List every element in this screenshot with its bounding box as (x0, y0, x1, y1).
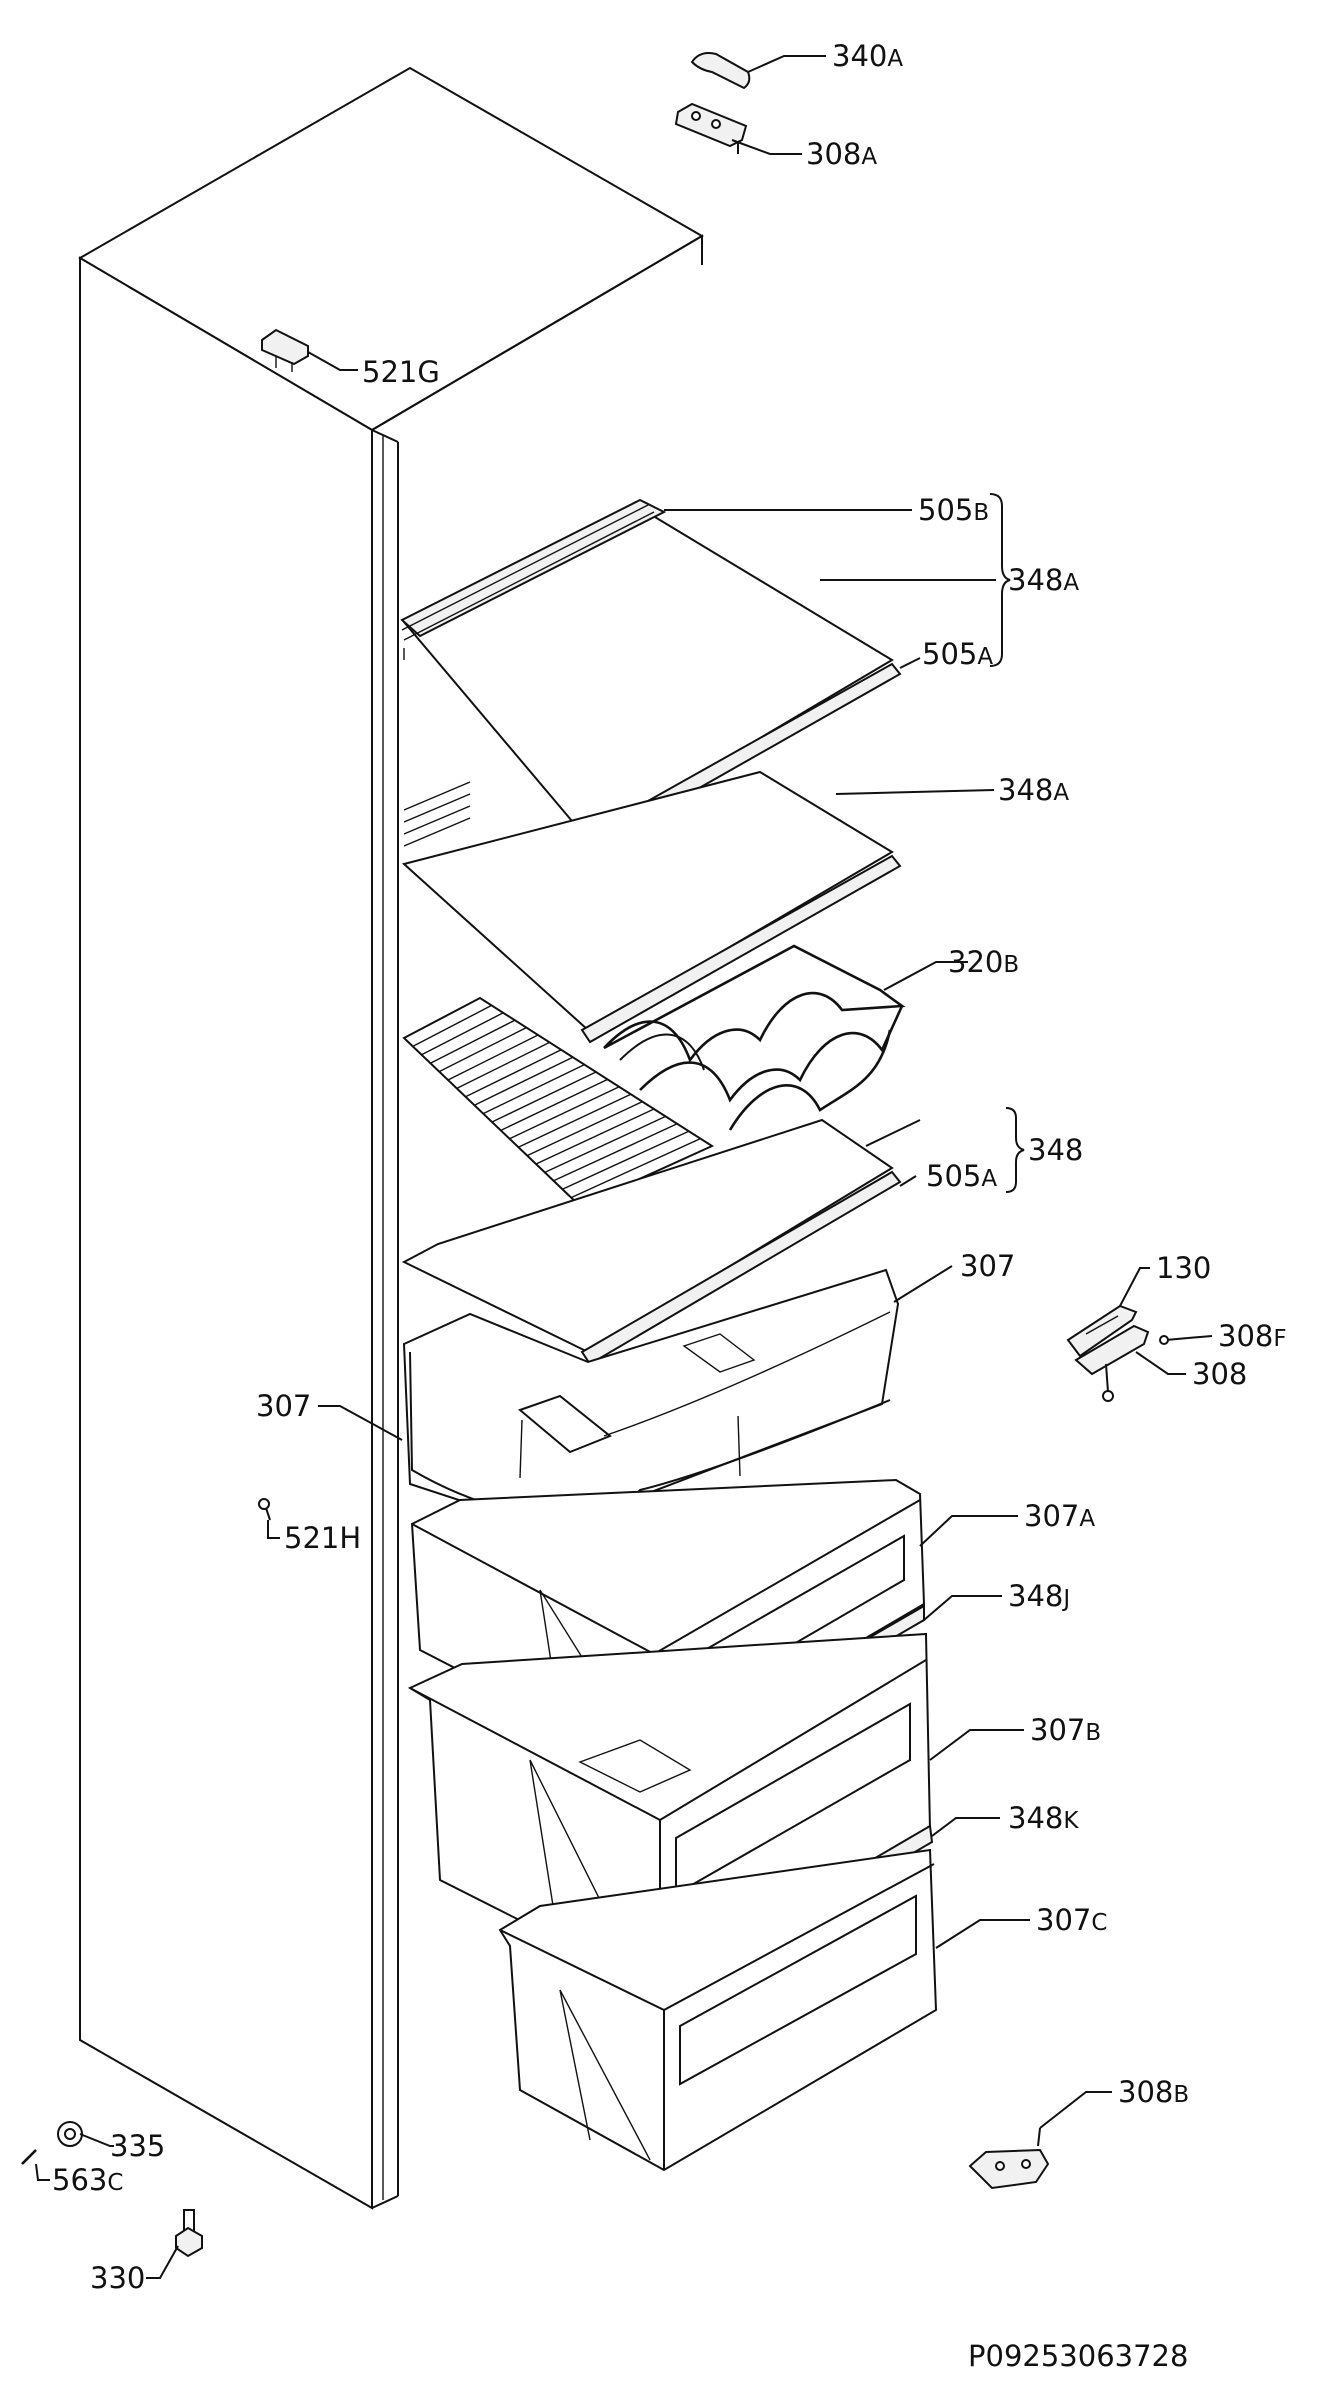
label-340a: 340A (832, 39, 903, 73)
wire-shelf-rod (526, 1100, 643, 1157)
label-335: 335 (110, 2129, 165, 2163)
wire-shelf-rod (421, 1012, 504, 1056)
label-330: 330 (90, 2261, 145, 2295)
label-130: 130 (1156, 1251, 1211, 1285)
cabinet-body (78, 66, 704, 2210)
wire-shelf-rod (544, 1115, 666, 1174)
wire-shelf-rod (500, 1078, 608, 1132)
wire-shelf (402, 996, 715, 1208)
wire-shelf-rod (562, 1130, 690, 1190)
wire-shelf-rod (412, 1004, 492, 1048)
label-307-left: 307 (256, 1389, 311, 1423)
wire-shelf-rod (430, 1019, 516, 1064)
label-348j: 348J (1008, 1579, 1070, 1613)
label-521h: 521H (284, 1521, 361, 1555)
hinge-cover-340a (690, 52, 751, 90)
reference-code: P09253063728 (968, 2339, 1188, 2373)
group-braces (989, 493, 1025, 1193)
label-308a: 308A (806, 137, 877, 171)
label-521g: 521G (362, 355, 440, 389)
leader-lines (35, 55, 1213, 2279)
glass-shelf-lower (401, 1118, 902, 1366)
foot-330 (175, 2209, 203, 2258)
wine-rack-320b (603, 944, 906, 1131)
top-clip-521g (261, 328, 309, 372)
hinge-308 (1074, 1324, 1150, 1402)
part-labels: 340A 308A 521G 505B 348A 505A 348A 320B … (52, 39, 1287, 2373)
label-348a-second: 348A (998, 773, 1069, 807)
label-308: 308 (1192, 1357, 1247, 1391)
wire-shelf-rod (535, 1108, 655, 1165)
glass-shelf-second (401, 770, 902, 1044)
label-505a-top: 505A (922, 637, 993, 671)
wire-shelf-rod (447, 1034, 539, 1081)
wire-shelf-rod (474, 1056, 574, 1106)
bottom-hinge-308b (968, 2127, 1050, 2190)
wire-shelf-rod (456, 1041, 550, 1090)
screw-308f (1159, 1335, 1189, 1345)
top-hinge-308a (674, 102, 748, 154)
label-307c: 307C (1036, 1903, 1107, 1937)
hinge-bracket-130 (1066, 1304, 1138, 1358)
label-307a: 307A (1024, 1499, 1095, 1533)
label-348: 348 (1028, 1133, 1083, 1167)
label-307-right: 307 (960, 1249, 1015, 1283)
spacer-335 (57, 2121, 83, 2147)
label-563c: 563C (52, 2163, 123, 2197)
wire-shelf-rod (482, 1063, 585, 1115)
label-505a-lower: 505A (926, 1159, 997, 1193)
label-307b: 307B (1030, 1713, 1101, 1747)
wire-shelf-rod (509, 1086, 620, 1140)
pin-563c (21, 2149, 37, 2165)
drawer-307c (498, 1848, 938, 2172)
wire-shelf-rod (465, 1049, 562, 1098)
label-505b: 505B (918, 493, 989, 527)
label-308b: 308B (1118, 2075, 1189, 2109)
wire-shelf-rod (570, 1137, 701, 1199)
label-308f: 308F (1218, 1319, 1287, 1353)
wire-shelf-rod (491, 1071, 597, 1123)
wire-shelf-rod (438, 1026, 527, 1073)
label-320b: 320B (948, 945, 1019, 979)
wire-shelf-rod (518, 1093, 632, 1148)
label-348a-top: 348A (1008, 563, 1079, 597)
label-348k: 348K (1008, 1801, 1079, 1835)
wire-shelf-rod (553, 1123, 678, 1182)
screw-521h (258, 1498, 271, 1521)
